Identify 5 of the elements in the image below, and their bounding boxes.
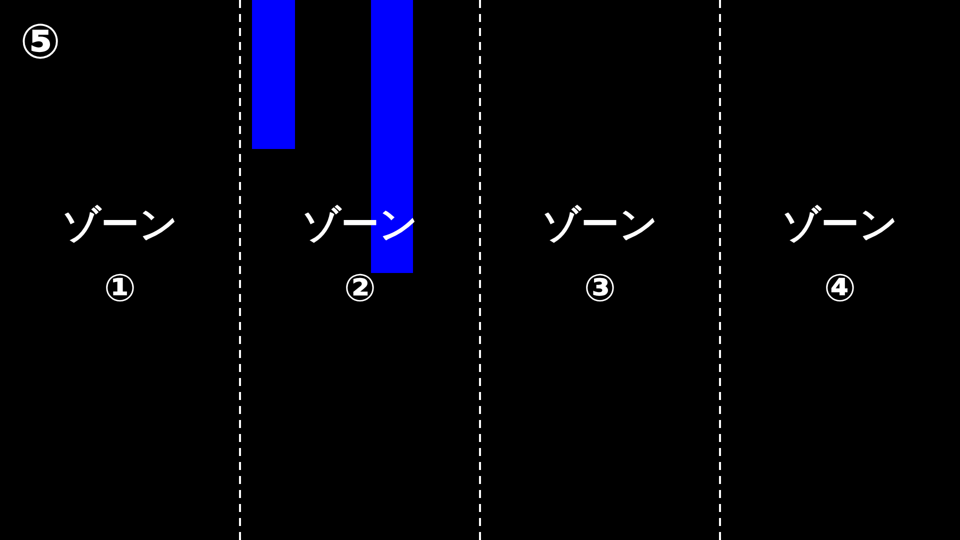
zone-label: ゾーン④	[781, 201, 899, 312]
zone-label: ゾーン①	[61, 201, 179, 312]
vertical-bar	[252, 0, 295, 149]
zone-label: ゾーン③	[541, 201, 659, 312]
zone-number: ⑤	[20, 18, 61, 66]
